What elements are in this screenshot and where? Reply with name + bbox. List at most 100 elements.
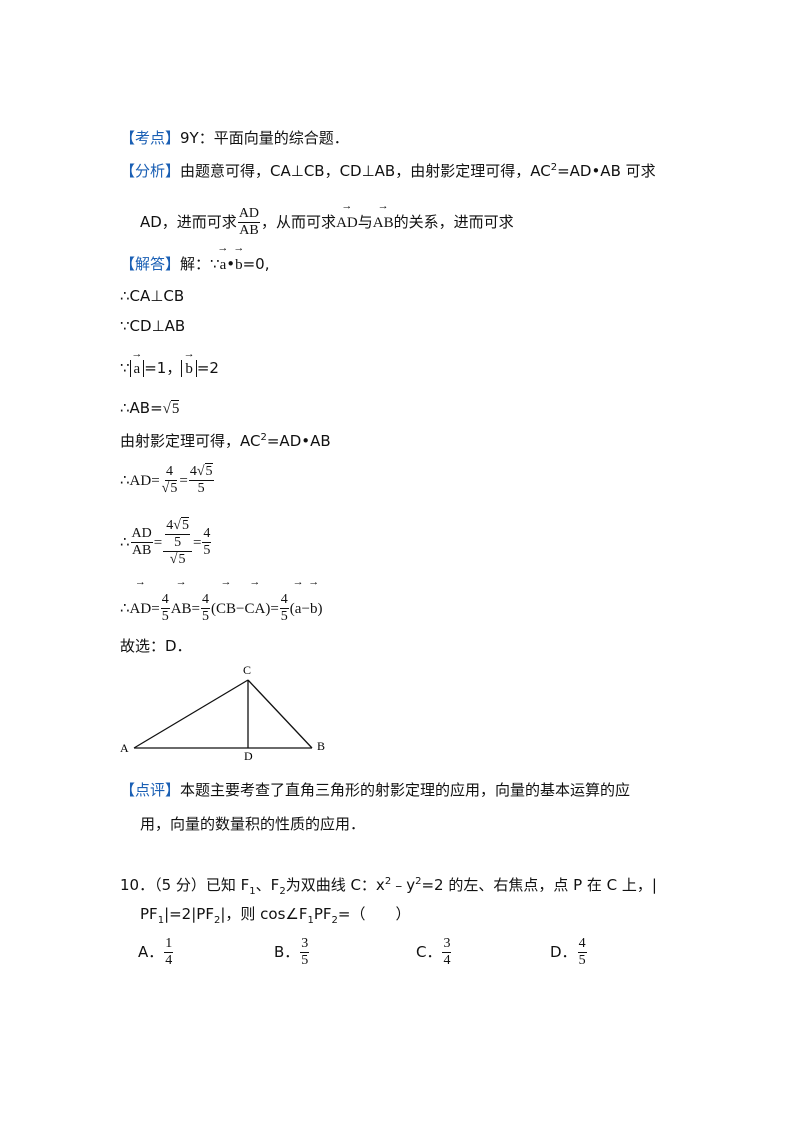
step8-pre: ∴ bbox=[120, 599, 130, 617]
step8-vector-ad: AD bbox=[130, 589, 152, 629]
step3-mid: =1， bbox=[144, 359, 182, 377]
label-a: A bbox=[120, 741, 129, 755]
step7-inner-rad: 5 bbox=[180, 516, 189, 533]
option-a-num: 1 bbox=[164, 936, 174, 953]
step8-paren1: ( bbox=[211, 601, 216, 617]
q10-sup1: 2 bbox=[384, 876, 392, 887]
q10-1d: ﹣y bbox=[391, 876, 416, 894]
fenxi-frac-num: AD bbox=[237, 206, 261, 223]
step8-frac2-den: 5 bbox=[202, 609, 209, 624]
step6-frac2-num: 4√5 bbox=[188, 463, 214, 481]
step8-paren2: ) bbox=[265, 601, 271, 617]
step5-sup: 2 bbox=[260, 432, 267, 443]
step6-frac1-num: 4 bbox=[165, 464, 175, 481]
step5-b: =AD•AB bbox=[266, 432, 331, 450]
jieda-dot: • bbox=[226, 255, 236, 273]
kaodian-line: 【考点】9Y：平面向量的综合题． bbox=[120, 128, 349, 148]
jieda-end: =0, bbox=[242, 255, 270, 273]
option-b-num: 3 bbox=[300, 936, 310, 953]
option-c-num: 3 bbox=[442, 936, 452, 953]
option-d-den: 5 bbox=[578, 953, 586, 968]
q10-2d: PF bbox=[313, 905, 332, 923]
step7-inner-den: 5 bbox=[174, 534, 182, 550]
step6-frac2-num-coef: 4 bbox=[189, 464, 197, 479]
step3-vector-b: b bbox=[185, 361, 193, 377]
step6-pre: ∴ bbox=[120, 471, 130, 489]
step3-pre: ∵ bbox=[120, 359, 130, 377]
step6-frac1-den: √5 bbox=[161, 480, 178, 496]
option-b-label: B． bbox=[274, 943, 300, 961]
q10-sub3: 1 bbox=[157, 915, 165, 926]
step8-paren3: ( bbox=[289, 601, 295, 617]
edge-cb bbox=[247, 679, 313, 749]
edge-ac bbox=[133, 679, 249, 749]
sqrt-5: √5 bbox=[162, 400, 180, 417]
step8-vector-ab: AB bbox=[171, 589, 192, 629]
step6-frac2-den: 5 bbox=[197, 481, 205, 496]
step6-lhs: AD= bbox=[129, 473, 160, 489]
step7-lhs-den: AB bbox=[131, 543, 152, 558]
fenxi-sup: 2 bbox=[550, 162, 558, 173]
option-d-label: D． bbox=[550, 943, 577, 961]
fenxi-text-2d: 的关系，进而可求 bbox=[393, 213, 514, 231]
step7-eq2: = bbox=[192, 535, 202, 551]
option-c-label: C． bbox=[416, 943, 442, 961]
step8-frac3-num: 4 bbox=[279, 592, 289, 609]
step4-pre: ∴AB= bbox=[120, 399, 163, 417]
step-magnitudes: ∵a=1，b=2 bbox=[120, 358, 219, 378]
step6-frac2-num-rad: 5 bbox=[204, 463, 213, 479]
step-vector-ad: ∴AD=45AB=45(CB−CA)=45(a−b) bbox=[120, 588, 322, 629]
fenxi-text-2c: 与 bbox=[357, 213, 373, 231]
q10-1e: =2 的左、右焦点，点 P 在 C 上，| bbox=[421, 876, 657, 894]
fenxi-tag: 【分析】 bbox=[120, 162, 181, 180]
dianping-text-1: 本题主要考查了直角三角形的射影定理的应用，向量的基本运算的应 bbox=[180, 781, 631, 799]
q10-1a: 10．（5 分）已知 F bbox=[120, 876, 250, 894]
step3-vector-a: a bbox=[134, 361, 141, 377]
step7-complex-den-rad: 5 bbox=[177, 550, 186, 567]
step5-a: 由射影定理可得，AC bbox=[120, 432, 261, 450]
step8-eq3: = bbox=[270, 601, 279, 617]
abs-b: b bbox=[181, 360, 197, 377]
step7-result-den: 5 bbox=[203, 543, 211, 558]
q10-sub6: 2 bbox=[331, 915, 338, 926]
fenxi-line-1: 【分析】由题意可得，CA⊥CB，CD⊥AB，由射影定理可得，AC2=AD•AB … bbox=[120, 158, 656, 181]
fenxi-text-1-tail: =AD•AB 可求 bbox=[557, 162, 656, 180]
q10-line-1: 10．（5 分）已知 F1、F2为双曲线 C：x2﹣y2=2 的左、右焦点，点 … bbox=[120, 872, 657, 902]
step7-complex-den: √5 bbox=[169, 550, 186, 567]
step7-inner-coef: 4 bbox=[166, 517, 174, 533]
option-a-den: 4 bbox=[165, 953, 173, 968]
step8-vector-cb: CB bbox=[216, 589, 236, 629]
step7-result-num: 4 bbox=[202, 526, 212, 543]
step8-eq2: = bbox=[191, 601, 200, 617]
fenxi-text-1: 由题意可得，CA⊥CB，CD⊥AB，由射影定理可得，AC bbox=[180, 162, 551, 180]
step6-frac1-den-rad: 5 bbox=[169, 480, 178, 496]
option-c-den: 4 bbox=[443, 953, 451, 968]
step8-frac2-num: 4 bbox=[201, 592, 210, 609]
fenxi-vector-ad: AD bbox=[336, 213, 358, 233]
step3-end: =2 bbox=[196, 359, 219, 377]
step8-minus1: − bbox=[236, 601, 245, 617]
q10-2e: =（ ） bbox=[337, 905, 411, 923]
fenxi-vector-ab: AB bbox=[373, 213, 394, 233]
step-cd-perp-ab: ∵CD⊥AB bbox=[120, 317, 186, 335]
dianping-tag: 【点评】 bbox=[120, 781, 181, 799]
step-answer: 故选：D． bbox=[120, 637, 192, 655]
triangle-figure: A B C D bbox=[120, 663, 325, 760]
step7-inner-num: 4√5 bbox=[165, 516, 190, 535]
step8-frac3-den: 5 bbox=[280, 609, 288, 624]
label-c: C bbox=[243, 663, 251, 677]
option-a-label: A． bbox=[138, 943, 164, 961]
